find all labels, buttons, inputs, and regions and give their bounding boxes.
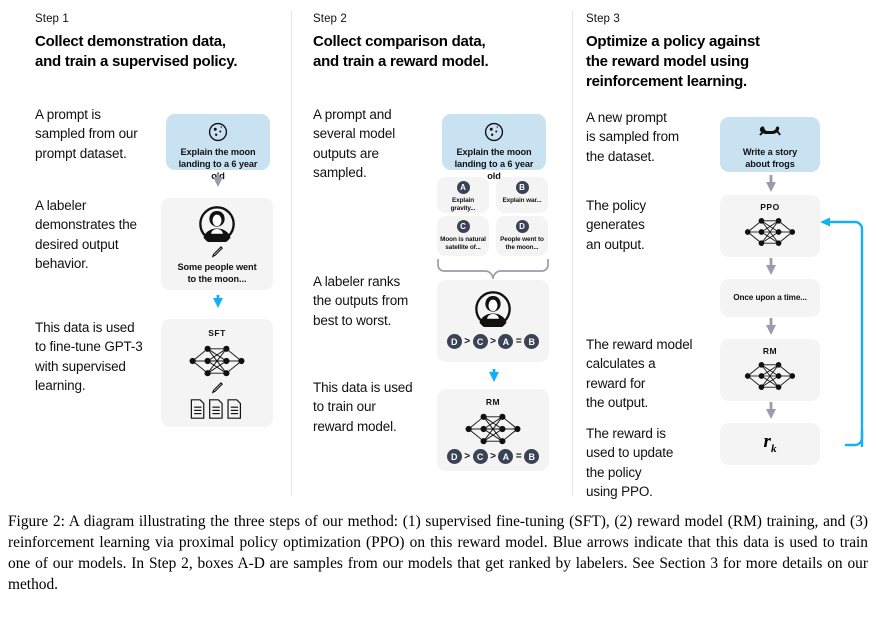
step-1-prompt-box: Explain the moon landing to a 6 year old [166, 114, 270, 181]
sample-box-c: C Moon is natural satellite of... [437, 216, 489, 256]
neural-network-icon [742, 358, 798, 394]
rank-item: C [472, 334, 488, 349]
step-1-description-1: A prompt is sampled from our prompt data… [35, 107, 138, 161]
rank-item: A [498, 449, 514, 464]
blue-feedback-arrow [810, 215, 872, 447]
arrow-blue-down-2 [488, 369, 500, 383]
rank-operator: > [490, 451, 496, 462]
rank-item: B [524, 334, 540, 349]
moon-icon [207, 121, 229, 143]
sample-letter-a: A [437, 181, 489, 194]
step-3-ppo-title: PPO [760, 202, 780, 212]
step-1-sft-title: SFT [208, 328, 226, 338]
step-3-prompt-caption: Write a story about frogs [742, 147, 798, 170]
step-3-ppo-box: PPO [720, 195, 820, 257]
neural-network-icon [187, 341, 247, 381]
step-3-output-box: Once upon a time... [720, 279, 820, 317]
sample-text-b: Explain war... [502, 197, 542, 204]
neural-network-icon [742, 214, 798, 250]
step-2-prompt-caption: Explain the moon landing to a 6 year old [454, 147, 534, 182]
step-3-description-2: The policy generates an output. [586, 198, 647, 252]
rank-operator: > [464, 451, 471, 462]
rank-item: D [446, 334, 462, 349]
sample-box-d: D People went to the moon... [496, 216, 548, 256]
ranking-row-rm: D > C > A = B [437, 449, 549, 464]
labeler-avatar-icon [199, 206, 235, 245]
step-3-reward-box: rk [720, 423, 820, 465]
step-2-description-2: A labeler ranks the outputs from best to… [313, 274, 409, 328]
reward-symbol: r [763, 431, 771, 452]
step-2-rm-title: RM [485, 397, 501, 407]
step-1-title: Collect demonstration data, and train a … [35, 33, 238, 70]
step-2-rm-box: RM [437, 389, 549, 471]
step-2-title: Collect comparison data, and train a rew… [313, 33, 489, 70]
step-1-label: Step 1 [35, 13, 69, 25]
sample-letter-d: D [496, 220, 548, 233]
labeler-avatar-icon [475, 291, 511, 330]
step-3-title: Optimize a policy against the reward mod… [586, 33, 760, 90]
step-3-description-3: The reward model calculates a reward for… [586, 337, 693, 411]
step-2-labeler-box: D > C > A = B [437, 280, 549, 362]
figure-caption: Figure 2: A diagram illustrating the thr… [8, 513, 868, 593]
step-3-output-caption: Once upon a time... [733, 293, 807, 302]
step-3-rm-box: RM [720, 339, 820, 401]
pencil-icon [210, 245, 224, 259]
rank-item: A [498, 334, 514, 349]
rank-operator: > [490, 336, 496, 347]
step-1-labeler-caption: Some people went to the moon... [177, 262, 257, 285]
ranking-row-labeler: D > C > A = B [437, 334, 549, 349]
sample-letter-c: C [437, 220, 489, 233]
reward-subscript: k [770, 442, 777, 455]
rank-operator: > [464, 336, 471, 347]
sample-box-a: A Explain gravity... [437, 177, 489, 213]
step-2-label: Step 2 [313, 13, 347, 25]
arrow-gray-down-3 [765, 175, 777, 193]
documents-icon [189, 398, 246, 420]
arrow-gray-down-5 [765, 318, 777, 336]
arrow-blue-down-1 [212, 295, 224, 309]
sample-text-a: Explain gravity... [450, 197, 476, 213]
step-1-description-2: A labeler demonstrates the desired outpu… [35, 198, 137, 272]
frog-icon [758, 123, 782, 140]
moon-icon [483, 121, 505, 143]
arrow-gray-down-4 [765, 258, 777, 276]
figure-diagram: Step 1 Collect demonstration data, and t… [0, 0, 864, 500]
arrow-gray-down-1 [212, 174, 224, 188]
arrow-gray-down-6 [765, 402, 777, 420]
step-1-sft-box: SFT [161, 319, 273, 427]
neural-network-icon [463, 409, 523, 449]
step-2-column: Step 2 Collect comparison data, and trai… [291, 0, 582, 500]
rank-item: B [524, 449, 540, 464]
step-3-column: Step 3 Optimize a policy against the rew… [572, 0, 864, 500]
merge-brace [436, 258, 550, 293]
rank-operator: = [515, 451, 522, 462]
rank-item: D [446, 449, 462, 464]
step-1-labeler-box: Some people went to the moon... [161, 198, 273, 290]
step-3-label: Step 3 [586, 13, 620, 25]
step-1-description-3: This data is used to fine-tune GPT-3 wit… [35, 320, 143, 394]
reward-formula: rk [720, 431, 820, 455]
pencil-icon [210, 381, 224, 395]
step-3-description-4: The reward is used to update the policy … [586, 426, 674, 500]
sample-letter-b: B [496, 181, 548, 194]
rank-item: C [472, 449, 488, 464]
step-2-description-3: This data is used to train our reward mo… [313, 380, 413, 434]
step-3-rm-title: RM [762, 346, 778, 356]
step-3-description-1: A new prompt is sampled from the dataset… [586, 110, 680, 164]
step-1-column: Step 1 Collect demonstration data, and t… [0, 0, 291, 500]
rank-operator: = [515, 336, 522, 347]
step-2-prompt-box: Explain the moon landing to a 6 year old [442, 114, 546, 181]
column-divider-1 [291, 10, 292, 495]
sample-text-d: People went to the moon... [500, 236, 544, 252]
step-2-description-1: A prompt and several model outputs are s… [313, 107, 396, 181]
step-3-prompt-box: Write a story about frogs [720, 117, 820, 172]
sample-text-c: Moon is natural satellite of... [440, 236, 486, 252]
column-divider-2 [572, 10, 573, 495]
sample-box-b: B Explain war... [496, 177, 548, 213]
